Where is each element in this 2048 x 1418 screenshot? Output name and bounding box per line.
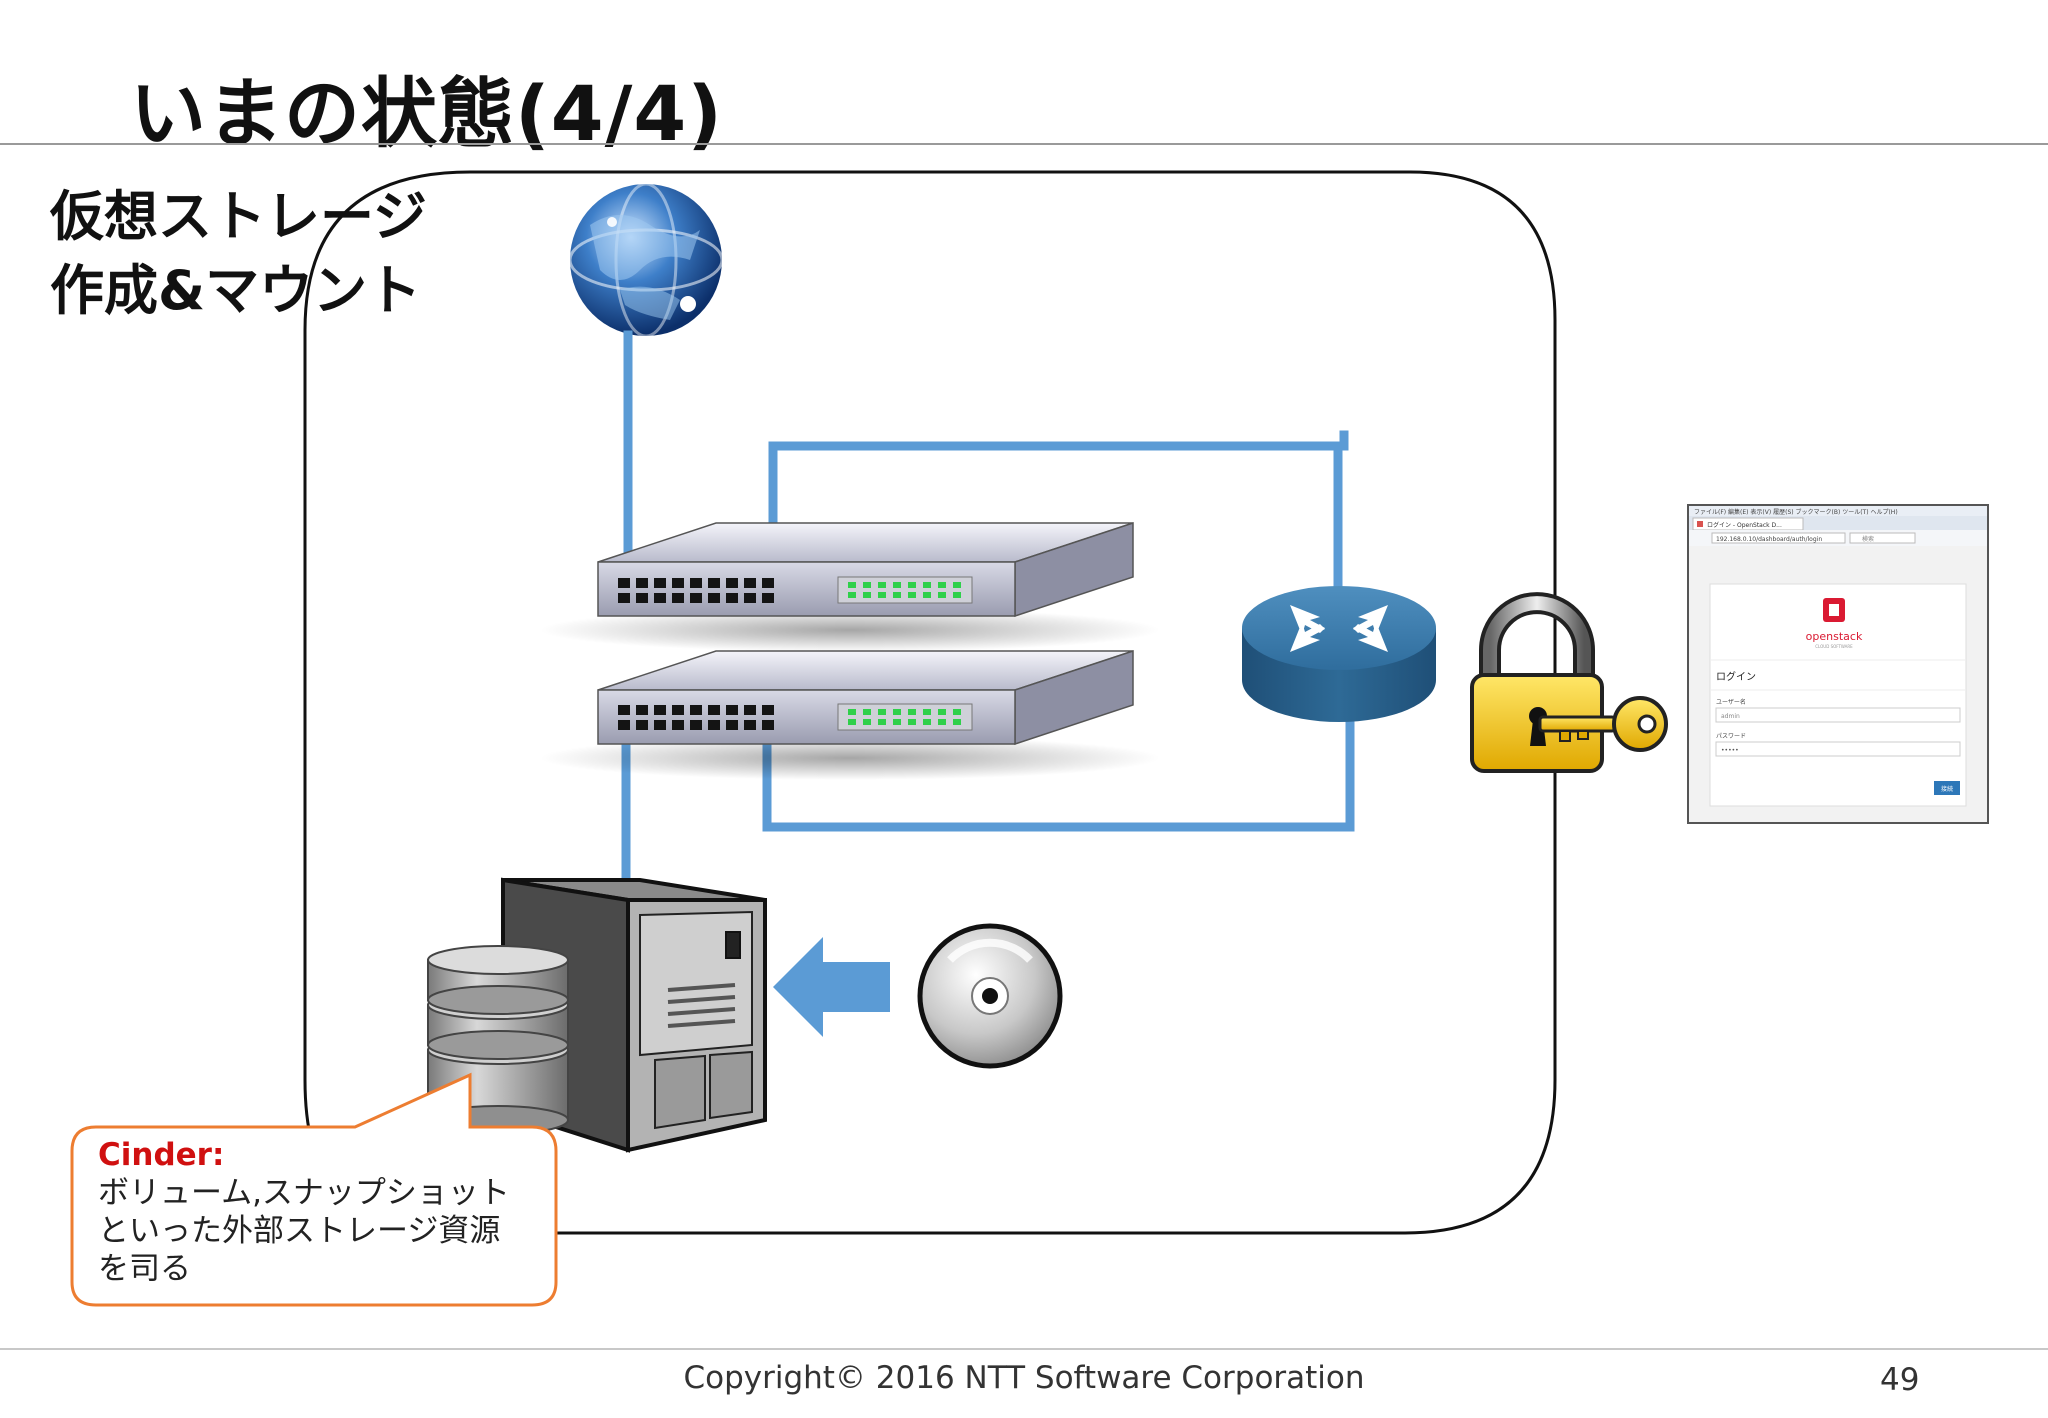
openstack-logo-icon (1823, 598, 1845, 622)
switch-icon (540, 521, 1160, 652)
switch-icon (540, 649, 1160, 780)
search-box: 検索 (1862, 535, 1874, 543)
login-window: ファイル(F) 編集(E) 表示(V) 履歴(S) ブックマーク(B) ツール(… (1687, 504, 1989, 824)
disc-icon (917, 923, 1063, 1069)
copyright-text: Copyright© 2016 NTT Software Corporation (683, 1360, 1365, 1396)
heading-line: 作成&マウント (50, 259, 422, 322)
browser-tab: ログイン - OpenStack D... (1707, 521, 1782, 529)
callout-line: ボリューム,スナップショット (98, 1175, 510, 1211)
password-field: ••••• (1721, 747, 1739, 754)
title-divider (0, 143, 2048, 145)
section-heading: 仮想ストレージ 作成&マウント (50, 180, 427, 328)
url-bar: 192.168.0.10/dashboard/auth/login (1716, 536, 1822, 543)
page-number: 49 (1880, 1362, 1920, 1398)
cloud-boundary (303, 170, 1557, 1235)
submit-button: 接続 (1941, 785, 1953, 793)
menu-bar: ファイル(F) 編集(E) 表示(V) 履歴(S) ブックマーク(B) ツール(… (1694, 508, 1898, 516)
footer-divider (0, 1348, 2048, 1350)
globe-icon (568, 182, 724, 338)
login-heading: ログイン (1716, 670, 1756, 683)
heading-line: 仮想ストレージ (50, 185, 427, 248)
callout-line: といった外部ストレージ資源 (98, 1213, 501, 1249)
key-icon (1538, 696, 1668, 752)
arrow-left-icon (773, 937, 890, 1037)
router-icon (1242, 586, 1436, 722)
callout-title: Cinder: (98, 1137, 225, 1173)
brand-name: openstack (1806, 630, 1863, 643)
callout-line: を司る (98, 1251, 191, 1287)
password-label: パスワード (1716, 733, 1746, 740)
callout-text: Cinder: ボリューム,スナップショット といった外部ストレージ資源 を司る (98, 1136, 548, 1288)
username-field: admin (1721, 713, 1740, 720)
padlock-icon (1470, 592, 1604, 773)
username-label: ユーザー名 (1716, 698, 1746, 706)
brand-subtitle: CLOUD SOFTWARE (1815, 644, 1853, 649)
callout-bubble (70, 1072, 558, 1307)
